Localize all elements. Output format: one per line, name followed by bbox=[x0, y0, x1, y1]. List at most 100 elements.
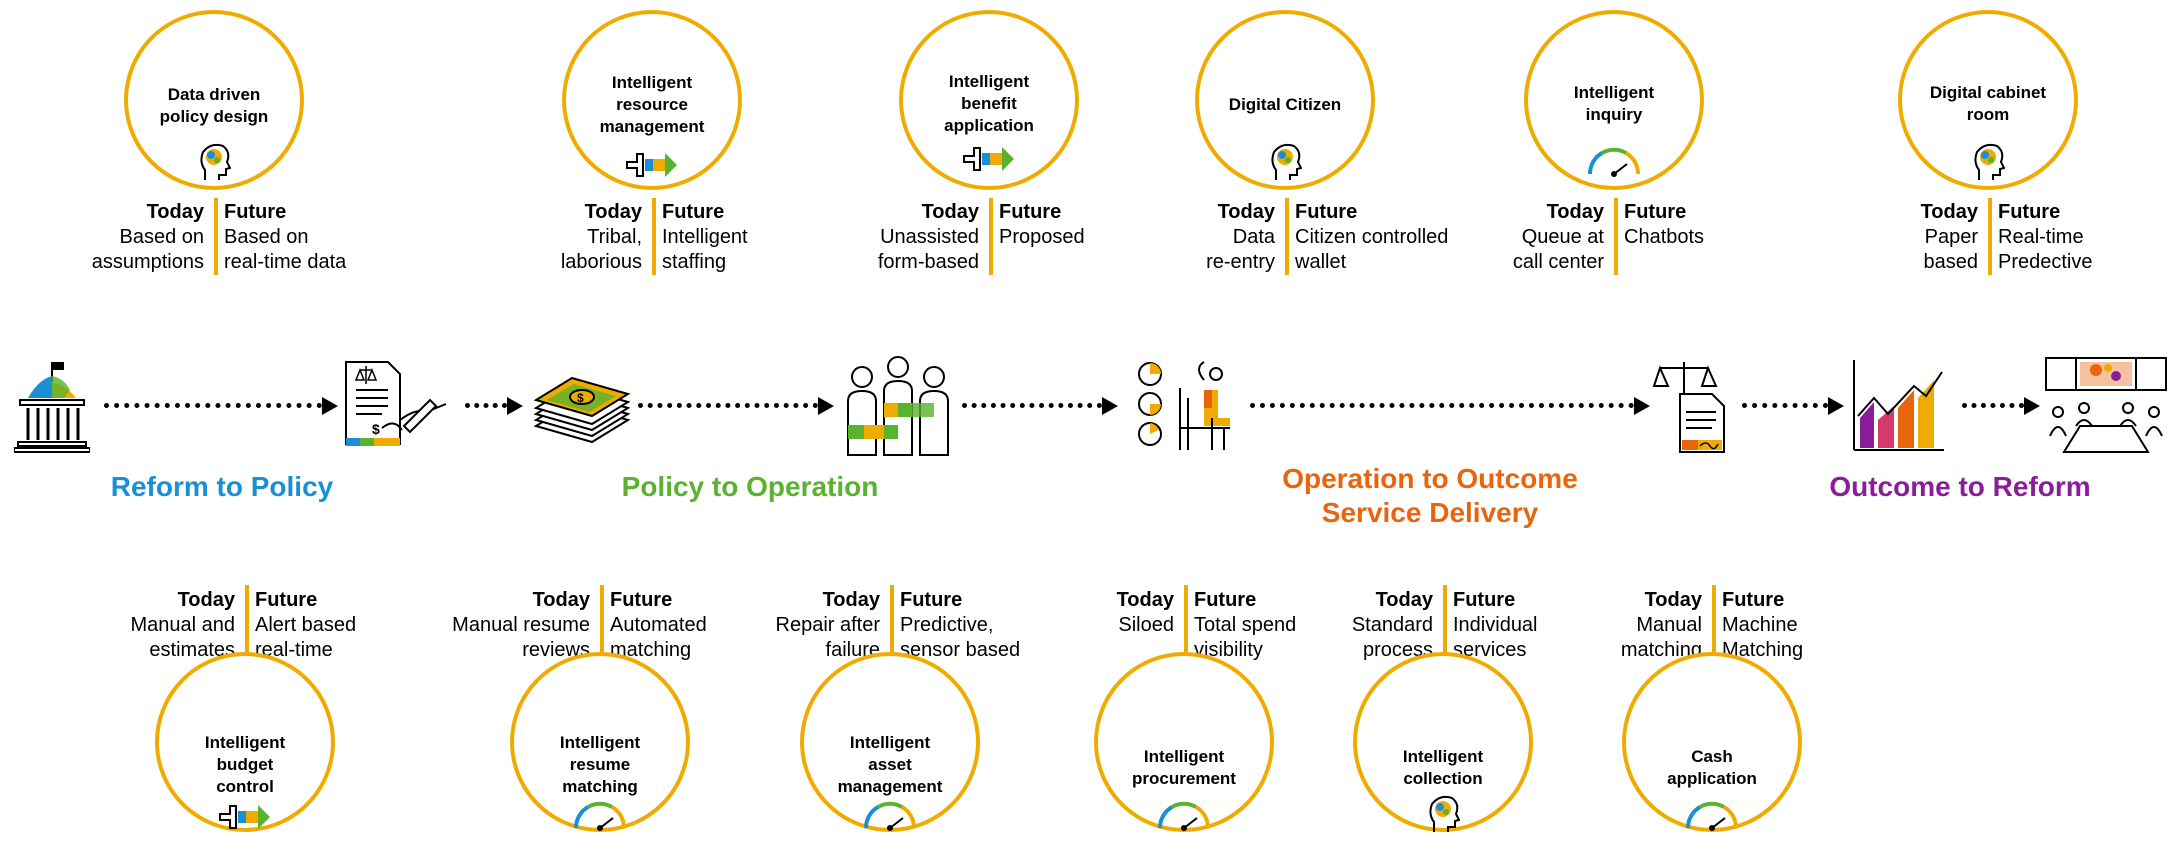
phase-operation-to-outcome: Operation to Outcome Service Delivery bbox=[1282, 463, 1578, 528]
capability-circle: Cash application bbox=[1622, 652, 1802, 832]
divider-line bbox=[890, 585, 894, 655]
today-heading: Today bbox=[1375, 589, 1433, 611]
flow-arrowhead bbox=[507, 397, 523, 415]
capability-circle: Intelligent inquiry bbox=[1524, 10, 1704, 190]
flow-connector bbox=[638, 403, 818, 408]
flow-arrowhead bbox=[2024, 397, 2040, 415]
capability-circle: Digital Citizen bbox=[1195, 10, 1375, 190]
today-text: Data re-entry bbox=[1206, 226, 1275, 273]
future-heading: Future bbox=[610, 589, 673, 611]
capability-circle: Data driven policy design bbox=[124, 10, 304, 190]
today-text: Paper based bbox=[1923, 226, 1979, 273]
capability-title: Intelligent budget control bbox=[204, 733, 286, 796]
flow-arrowhead bbox=[818, 397, 834, 415]
gauge-icon bbox=[1685, 801, 1739, 831]
today-text: Manual matching bbox=[1620, 614, 1702, 661]
future-text: Machine Matching bbox=[1722, 614, 1804, 661]
future-text: Intelligent staffing bbox=[662, 226, 748, 273]
today-text: Queue at call center bbox=[1512, 226, 1604, 273]
gauge-icon bbox=[1587, 147, 1641, 177]
flow-connector bbox=[1962, 403, 2024, 408]
today-heading: Today bbox=[1546, 201, 1604, 223]
divider-line bbox=[652, 198, 656, 275]
future-text: Alert based real-time bbox=[255, 614, 357, 661]
automation-arrow-icon bbox=[626, 153, 677, 177]
today-heading: Today bbox=[532, 589, 590, 611]
today-text: Tribal, laborious bbox=[560, 226, 642, 273]
today-heading: Today bbox=[146, 201, 204, 223]
capability-circle: Digital cabinet room bbox=[1898, 10, 2078, 190]
cabinet-meeting-icon bbox=[2045, 357, 2167, 453]
phase-policy-to-operation: Policy to Operation bbox=[621, 471, 879, 502]
flow-connector bbox=[1250, 403, 1634, 408]
capability-circle: Intelligent budget control bbox=[155, 652, 335, 832]
today-heading: Today bbox=[1644, 589, 1702, 611]
future-heading: Future bbox=[1194, 589, 1257, 611]
today-heading: Today bbox=[1116, 589, 1174, 611]
capability-circle: Intelligent asset management bbox=[800, 652, 980, 832]
brain-head-icon bbox=[1429, 795, 1460, 832]
brain-head-icon bbox=[1974, 143, 2005, 180]
capability-title: Intelligent collection bbox=[1402, 747, 1484, 788]
automation-arrow-icon bbox=[963, 147, 1014, 171]
brain-head-icon bbox=[1271, 143, 1302, 180]
today-text: Siloed bbox=[1118, 614, 1174, 636]
today-text: Based on assumptions bbox=[91, 226, 204, 273]
gauge-icon bbox=[1157, 801, 1211, 831]
flow-arrowhead bbox=[1102, 397, 1118, 415]
divider-line bbox=[989, 198, 993, 275]
divider-line bbox=[214, 198, 218, 275]
capability-title: Digital cabinet room bbox=[1929, 83, 2047, 124]
divider-line bbox=[1184, 585, 1188, 655]
capability-title: Data driven policy design bbox=[159, 85, 269, 126]
capability-title: Intelligent asset management bbox=[837, 733, 943, 796]
divider-line bbox=[1988, 198, 1992, 275]
future-heading: Future bbox=[1998, 201, 2061, 223]
today-heading: Today bbox=[584, 201, 642, 223]
today-heading: Today bbox=[921, 201, 979, 223]
divider-line bbox=[600, 585, 604, 655]
today-text: Repair after failure bbox=[775, 614, 881, 661]
future-text: Citizen controlled wallet bbox=[1295, 226, 1449, 273]
future-heading: Future bbox=[999, 201, 1062, 223]
future-heading: Future bbox=[224, 201, 287, 223]
capability-circle: Intelligent resume matching bbox=[510, 652, 690, 832]
gauge-icon bbox=[573, 801, 627, 831]
today-heading: Today bbox=[1920, 201, 1978, 223]
future-heading: Future bbox=[1295, 201, 1358, 223]
flow-arrowhead bbox=[1828, 397, 1844, 415]
capability-circle: Intelligent procurement bbox=[1094, 652, 1274, 832]
flow-connector bbox=[962, 403, 1102, 408]
automation-arrow-icon bbox=[219, 805, 270, 829]
signed-invoice-icon: $ bbox=[345, 361, 447, 446]
future-text: Proposed bbox=[999, 226, 1085, 248]
people-group-icon bbox=[847, 356, 949, 456]
future-text: Real-time Predective bbox=[1998, 226, 2093, 273]
workplace-clocks-icon bbox=[1138, 361, 1230, 450]
future-heading: Future bbox=[1453, 589, 1516, 611]
money-stack-icon: $ bbox=[533, 376, 631, 444]
future-text: Based on real-time data bbox=[224, 226, 347, 273]
brain-head-icon bbox=[200, 143, 231, 180]
today-text: Manual and estimates bbox=[130, 614, 235, 661]
phase-outcome-to-reform: Outcome to Reform bbox=[1829, 471, 2091, 502]
phase-reform-to-policy: Reform to Policy bbox=[110, 471, 334, 502]
future-text: Predictive, sensor based bbox=[900, 614, 1021, 661]
flow-connector bbox=[104, 403, 322, 408]
divider-line bbox=[245, 585, 249, 655]
capability-title: Intelligent inquiry bbox=[1573, 83, 1655, 124]
gauge-icon bbox=[863, 801, 917, 831]
today-heading: Today bbox=[177, 589, 235, 611]
svg-text:$: $ bbox=[372, 421, 380, 437]
future-heading: Future bbox=[662, 201, 725, 223]
future-heading: Future bbox=[255, 589, 318, 611]
divider-line bbox=[1614, 198, 1618, 275]
today-text: Unassisted form-based bbox=[877, 226, 979, 273]
flow-connector bbox=[465, 403, 507, 408]
capability-title: Intelligent benefit application bbox=[944, 72, 1034, 135]
capability-title: Intelligent resume matching bbox=[559, 733, 641, 796]
capability-circle: Intelligent benefit application bbox=[899, 10, 1079, 190]
capability-title: Digital Citizen bbox=[1228, 95, 1342, 114]
capability-title: Cash application bbox=[1667, 747, 1757, 788]
future-heading: Future bbox=[1722, 589, 1785, 611]
